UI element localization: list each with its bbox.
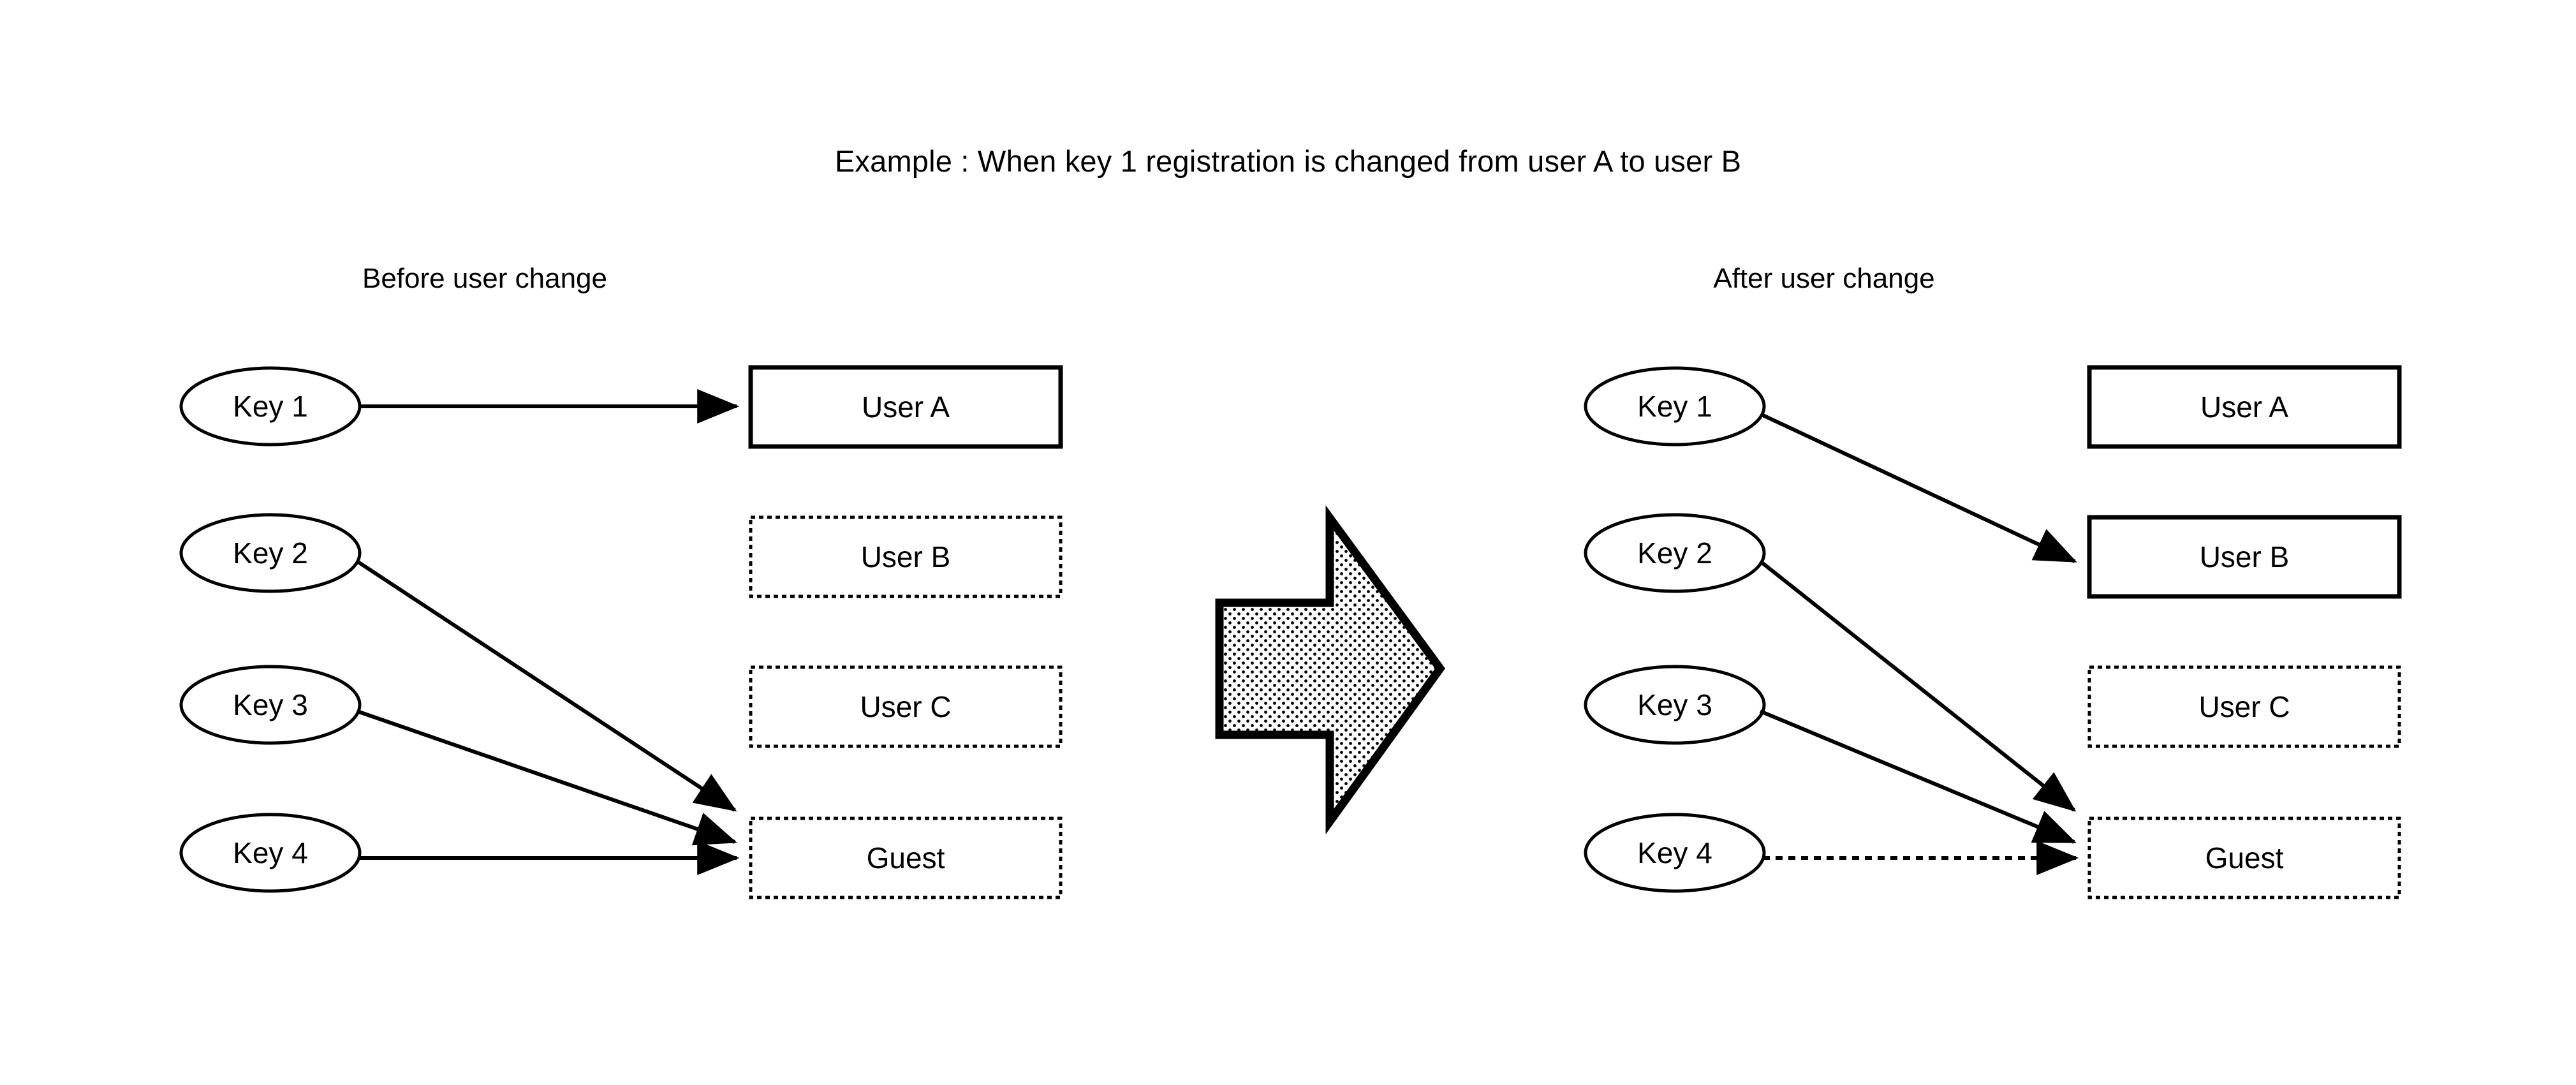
key-node-key-3[interactable] [1584, 665, 1766, 745]
key-node-key-1[interactable] [179, 366, 362, 447]
link-key-3-to-guest [357, 709, 737, 846]
key-node-key-3[interactable] [179, 665, 362, 745]
user-box-user-b[interactable] [749, 515, 1063, 598]
link-key-1-to-user-b [1760, 413, 2077, 563]
user-box-guest[interactable] [2087, 816, 2401, 899]
user-box-user-c[interactable] [749, 665, 1063, 748]
key-node-key-4[interactable] [1584, 813, 1766, 893]
key-node-key-2[interactable] [179, 513, 362, 593]
user-box-user-a[interactable] [748, 365, 1063, 449]
panel-before [179, 365, 1063, 899]
panel-heading-before: Before user change [362, 263, 608, 294]
user-box-user-a[interactable] [2087, 365, 2402, 449]
user-box-guest[interactable] [749, 816, 1063, 899]
page-title: Example : When key 1 registration is cha… [834, 144, 1742, 178]
link-key-2-to-guest [1759, 559, 2077, 812]
panel-heading-after: After user change [1713, 263, 1935, 294]
key-node-key-1[interactable] [1584, 366, 1766, 447]
key-node-key-4[interactable] [179, 813, 362, 893]
user-box-user-b[interactable] [2087, 515, 2402, 599]
link-key-2-to-guest [356, 559, 737, 812]
user-box-user-c[interactable] [2087, 665, 2401, 748]
block-arrow-right-icon [1215, 505, 1446, 835]
panel-after [1584, 365, 2402, 899]
link-key-3-to-guest [1759, 709, 2077, 844]
key-node-key-2[interactable] [1584, 513, 1766, 593]
